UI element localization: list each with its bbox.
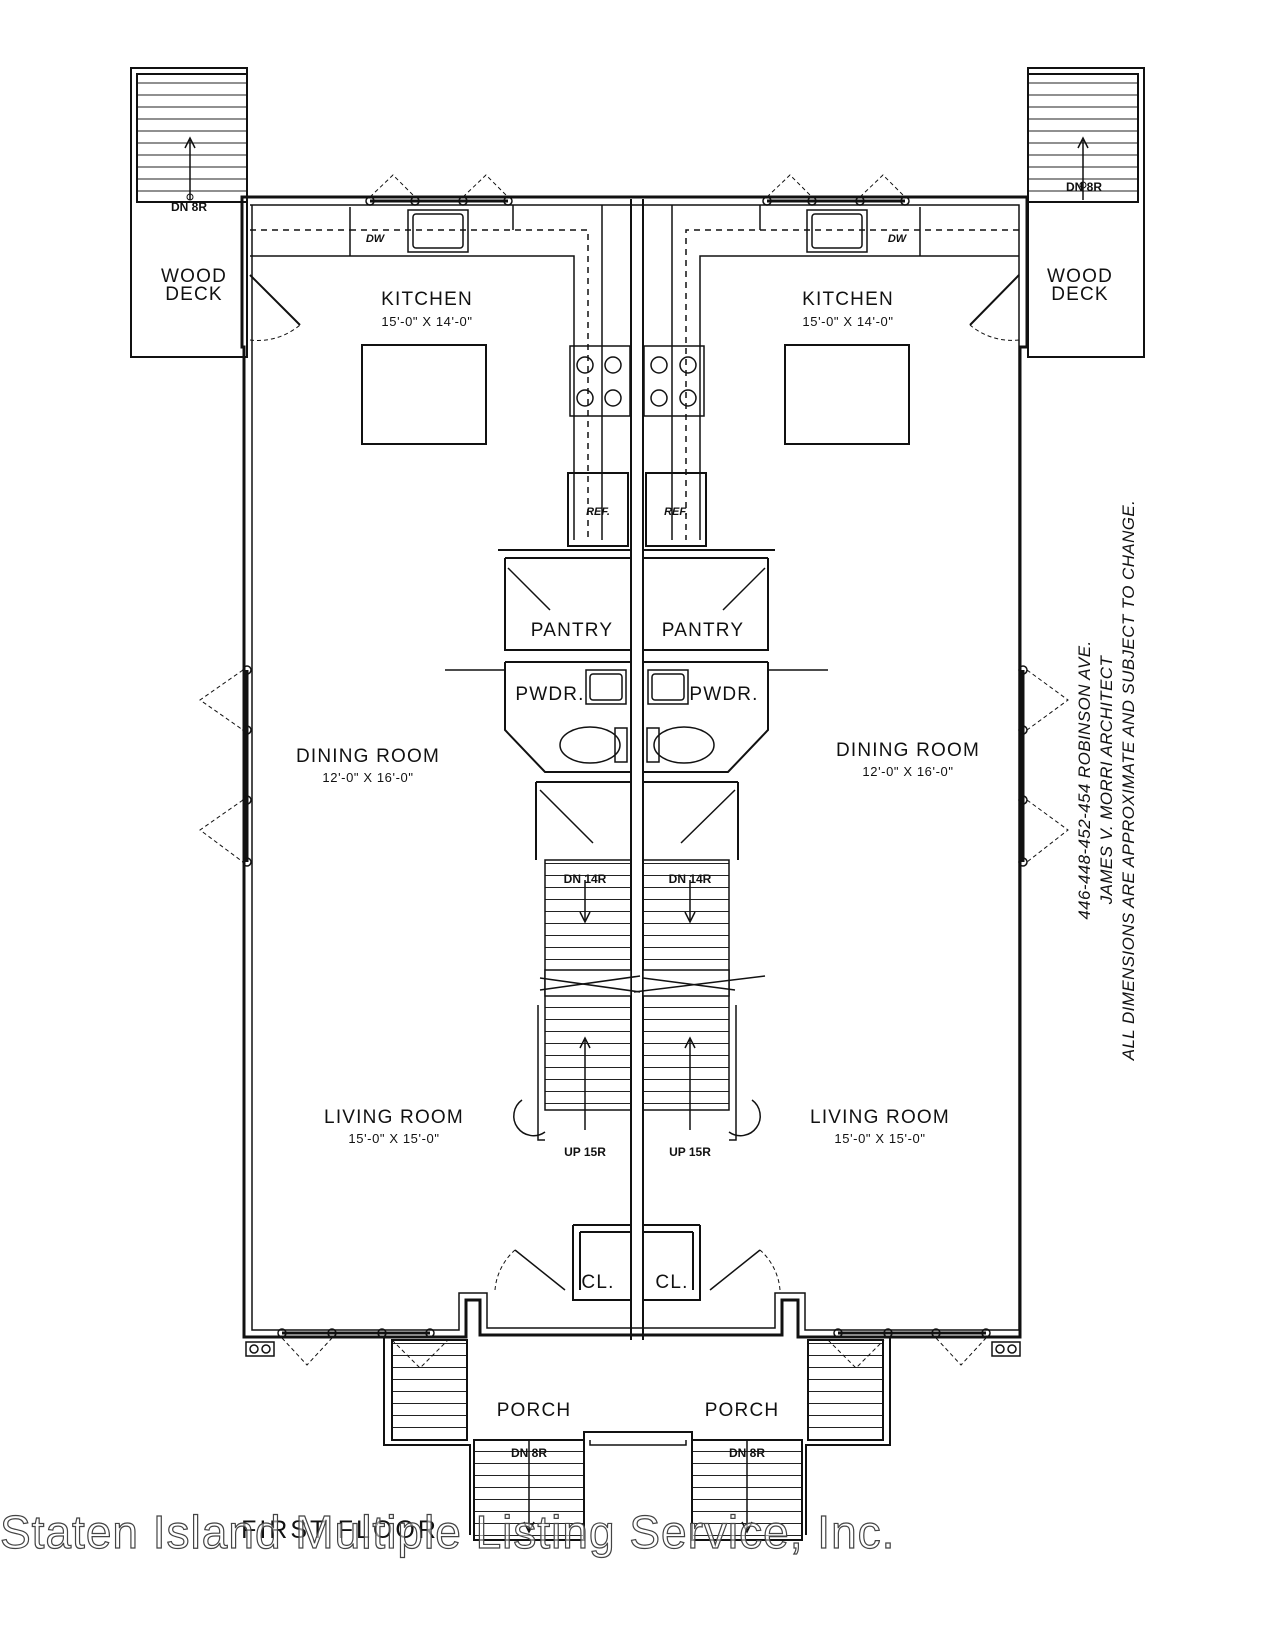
floor-title: FIRST FLOOR — [241, 1516, 439, 1544]
deck-left-label-1: WOOD — [161, 266, 227, 287]
dw-right-label: DW — [888, 233, 908, 245]
architect-notes: 446-448-452-454 ROBINSON AVE. JAMES V. M… — [1075, 500, 1138, 1062]
toilet-right — [646, 726, 715, 764]
living-left-label: LIVING ROOM — [324, 1107, 464, 1128]
kitchen-right-dims: 15'-0" X 14'-0" — [802, 314, 893, 329]
ref-right-label: REF. — [664, 506, 688, 518]
dining-left-dims: 12'-0" X 16'-0" — [322, 770, 413, 785]
kitchen-island-left — [361, 344, 487, 445]
stair-right-up-label: UP 15R — [669, 1145, 711, 1159]
kitchen-left-label: KITCHEN — [381, 289, 473, 310]
pwdr-right-label: PWDR. — [689, 684, 758, 705]
dining-right-dims: 12'-0" X 16'-0" — [862, 764, 953, 779]
stair-left — [513, 859, 641, 1141]
exterior-walls — [240, 195, 1029, 1339]
closet-left — [494, 1224, 631, 1301]
watermark: Staten Island Multiple Listing Service, … — [0, 1505, 1275, 1585]
kitchen-counter-right — [671, 205, 1019, 540]
core-left — [445, 549, 631, 860]
dining-left-label: DINING ROOM — [296, 746, 440, 767]
pwdr-left-label: PWDR. — [515, 684, 584, 705]
kitchen-left-dims: 15'-0" X 14'-0" — [381, 314, 472, 329]
deck-right-stair-label: DN 8R — [1066, 180, 1102, 194]
stair-right — [633, 859, 766, 1141]
party-wall — [630, 199, 644, 1340]
core-right — [643, 549, 828, 860]
windows-side — [199, 665, 1069, 867]
windows-bottom — [245, 1328, 1021, 1366]
deck-door-left — [249, 274, 301, 341]
sink-right — [647, 669, 689, 705]
closet-left-label: CL. — [581, 1272, 614, 1293]
wood-deck-left — [130, 67, 248, 358]
living-right-label: LIVING ROOM — [810, 1107, 950, 1128]
porch-left-label: PORCH — [497, 1400, 572, 1421]
pantry-right-label: PANTRY — [662, 620, 745, 641]
deck-door-right — [969, 274, 1020, 341]
living-right-dims: 15'-0" X 15'-0" — [834, 1131, 925, 1146]
porch-right-stair-label: DN 8R — [729, 1446, 765, 1460]
stair-right-dn-label: DN 14R — [669, 872, 712, 886]
disclaimer-note: ALL DIMENSIONS ARE APPROXIMATE AND SUBJE… — [1119, 500, 1138, 1062]
stair-left-up-label: UP 15R — [564, 1145, 606, 1159]
room-labels: KITCHEN 15'-0" X 14'-0" KITCHEN 15'-0" X… — [161, 180, 1113, 1460]
kitchen-counter-left — [250, 205, 603, 540]
ref-left-label: REF. — [586, 506, 610, 518]
deck-left-stair-label: DN 8R — [171, 200, 207, 214]
architect-note: JAMES V. MORRI ARCHITECT — [1097, 655, 1116, 906]
porch-right-label: PORCH — [705, 1400, 780, 1421]
pantry-left-label: PANTRY — [531, 620, 614, 641]
deck-left-label-2: DECK — [165, 284, 223, 305]
refrigerator-right — [645, 472, 707, 547]
wood-deck-right — [1027, 67, 1145, 358]
kitchen-right-label: KITCHEN — [802, 289, 894, 310]
range-left — [569, 345, 631, 417]
toilet-left — [559, 726, 628, 764]
dining-right-label: DINING ROOM — [836, 740, 980, 761]
stair-left-dn-label: DN 14R — [564, 872, 607, 886]
range-right — [643, 345, 705, 417]
porch-left-stair-label: DN 8R — [511, 1446, 547, 1460]
deck-right-label-1: WOOD — [1047, 266, 1113, 287]
address-note: 446-448-452-454 ROBINSON AVE. — [1075, 640, 1094, 919]
sink-left — [585, 669, 627, 705]
refrigerator-left — [567, 472, 629, 547]
porch — [383, 1337, 891, 1541]
watermark-text: Staten Island Multiple Listing Service, … — [0, 1505, 896, 1558]
closet-right-label: CL. — [655, 1272, 688, 1293]
deck-right-label-2: DECK — [1051, 284, 1109, 305]
kitchen-island-right — [784, 344, 910, 445]
closet-right — [643, 1224, 781, 1301]
living-left-dims: 15'-0" X 15'-0" — [348, 1131, 439, 1146]
windows-top — [365, 174, 910, 206]
dw-left-label: DW — [366, 233, 386, 245]
